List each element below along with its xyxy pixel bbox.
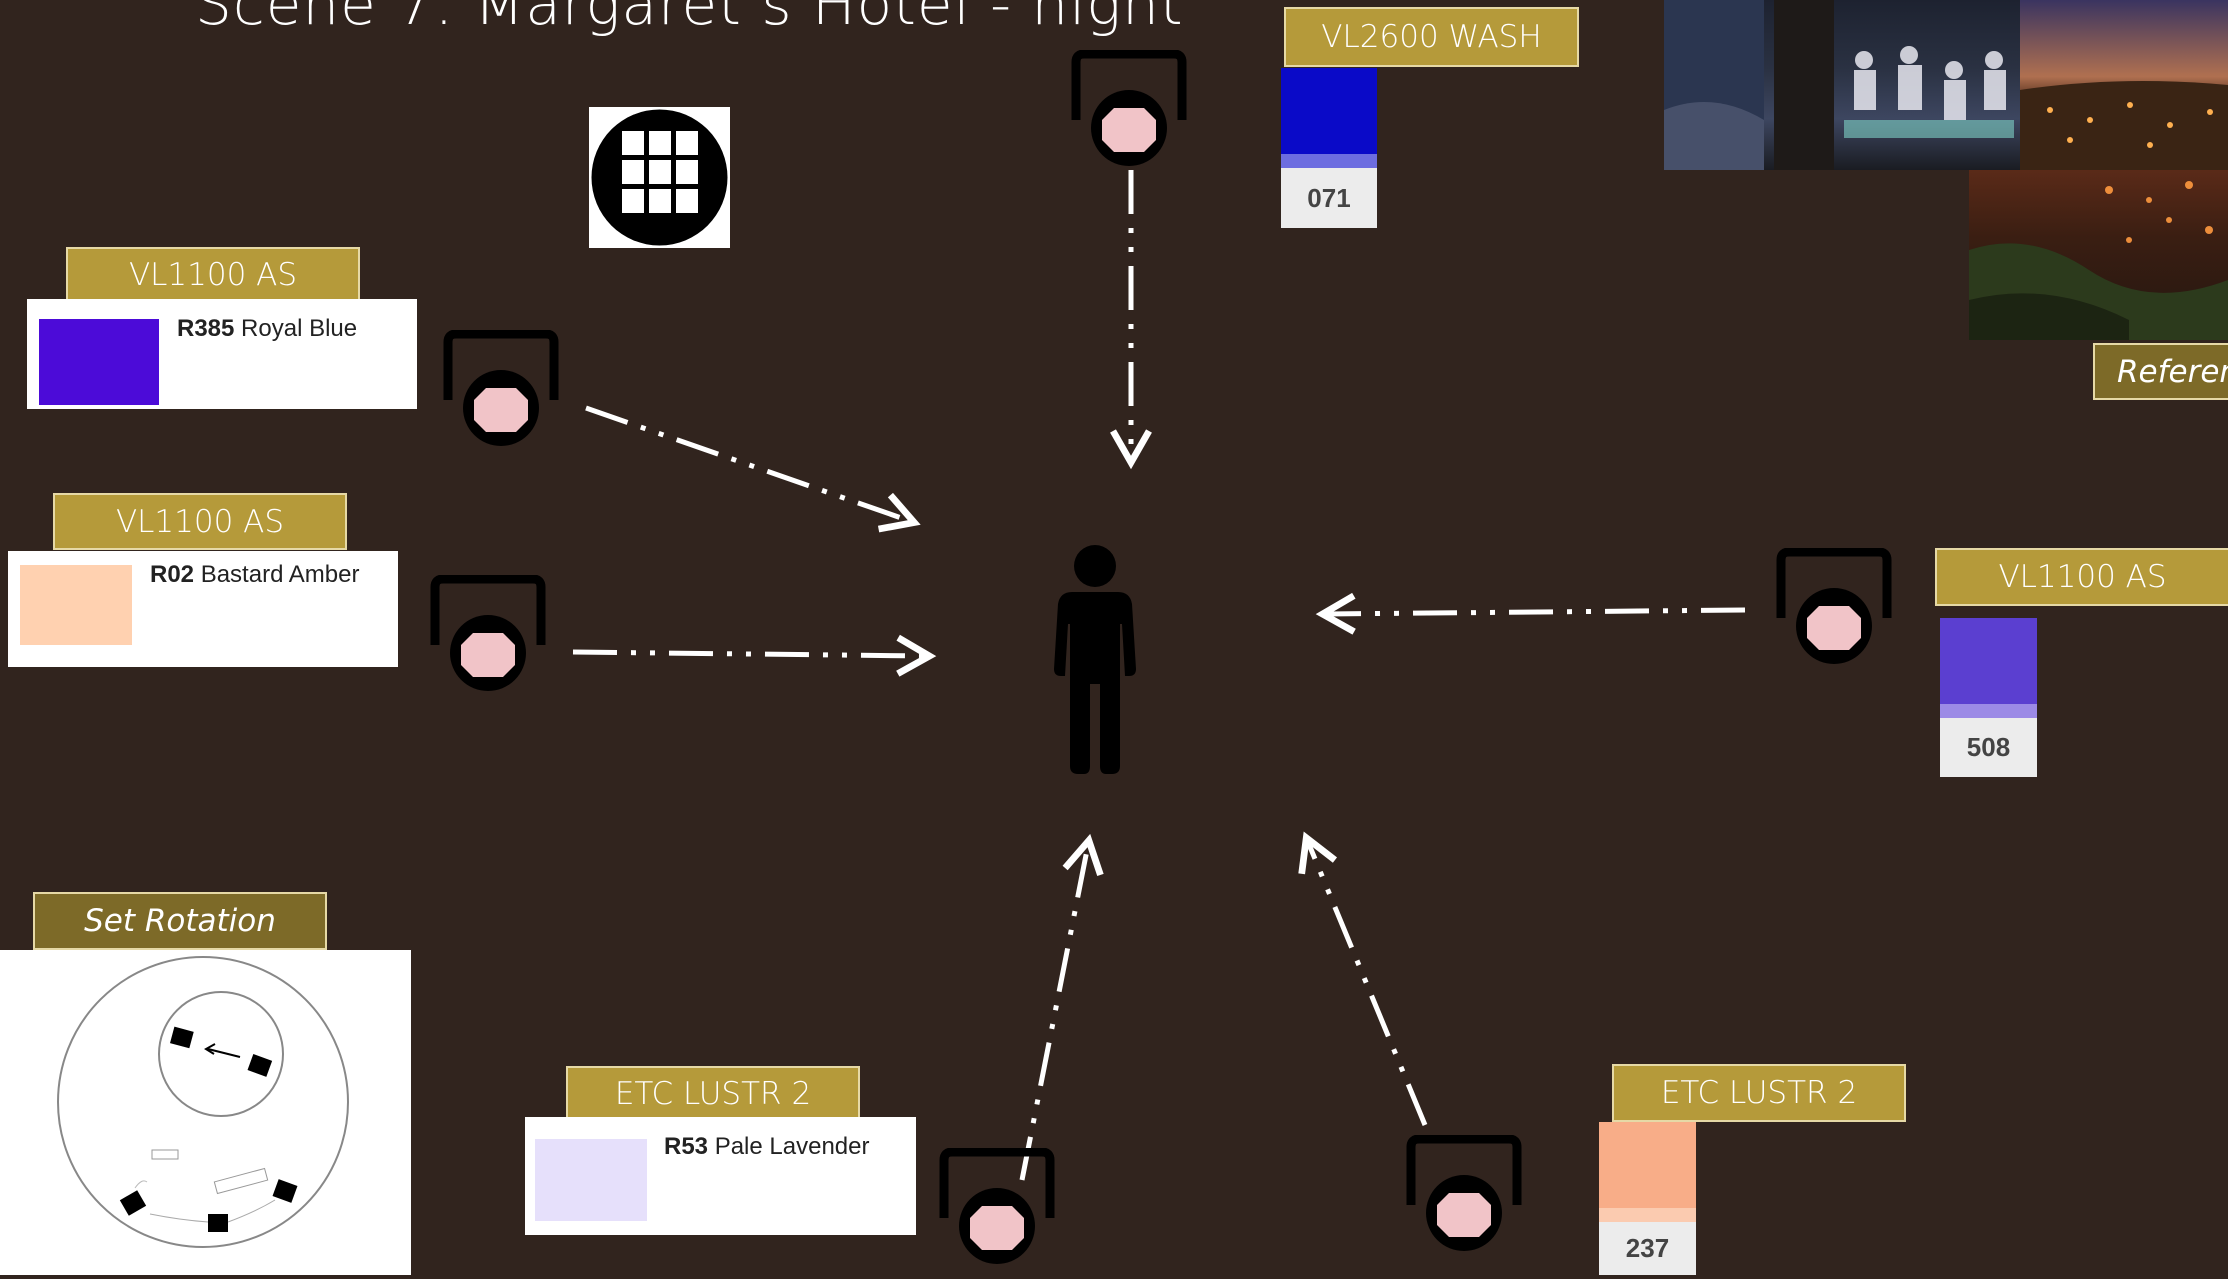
arrow-mid-left	[572, 634, 937, 677]
gel-color-swatch	[39, 319, 159, 405]
gel-code: 508	[1940, 718, 2037, 777]
fixture-label-vl1100-mid: VL1100 AS	[53, 493, 347, 550]
gel-code: R02	[150, 561, 195, 588]
gel-name: Bastard Amber	[200, 561, 360, 588]
fixture-label-vl1100-right: VL1100 AS	[1935, 548, 2228, 606]
fixture-label-lustr-left: ETC LUSTR 2	[566, 1066, 860, 1122]
gel-card-r385: R385 Royal Blue	[27, 299, 417, 409]
reference-photo-city-night	[2020, 0, 2228, 170]
gel-color-swatch	[1599, 1122, 1696, 1208]
moving-light-fixture-icon	[440, 329, 562, 450]
arrow-bottom-left	[1019, 833, 1104, 1181]
gel-chip-071: 071	[1281, 68, 1377, 228]
moving-light-fixture-icon	[427, 574, 549, 695]
scene-title: Scene 7: Margaret’s Hotel - night	[195, 0, 1184, 38]
gel-name: Royal Blue	[241, 315, 358, 342]
gel-name: Pale Lavender	[714, 1133, 870, 1160]
reference-label: Referen	[2093, 343, 2228, 400]
gel-code: 071	[1281, 168, 1377, 228]
moving-light-fixture-icon	[1403, 1134, 1525, 1255]
reference-photo-hillside	[1969, 170, 2228, 340]
gel-code: 237	[1599, 1222, 1696, 1275]
gel-chip-237: 237	[1599, 1122, 1696, 1275]
gel-color-swatch	[1281, 68, 1377, 154]
set-rotation-diagram	[0, 950, 411, 1275]
arrow-right	[1315, 592, 1746, 635]
gel-card-r02: R02 Bastard Amber	[8, 551, 398, 667]
moving-light-fixture-icon	[1773, 547, 1895, 668]
fixture-label-vl2600: VL2600 WASH	[1284, 7, 1579, 67]
moving-light-fixture-icon	[1068, 49, 1190, 170]
fixture-label-lustr-right: ETC LUSTR 2	[1612, 1064, 1906, 1122]
gobo-window-grid-icon	[589, 107, 730, 248]
reference-photo-terrace	[1664, 0, 2020, 170]
actor-figure-icon	[1050, 544, 1140, 774]
fixture-label-vl1100-top: VL1100 AS	[66, 247, 360, 302]
gel-code: R385	[177, 315, 235, 342]
arrow-upper-left	[585, 405, 921, 533]
gel-color-swatch	[1940, 618, 2037, 704]
gel-color-swatch	[20, 565, 132, 645]
gel-code: R53	[664, 1133, 709, 1160]
gel-chip-508: 508	[1940, 618, 2037, 777]
moving-light-fixture-icon	[936, 1147, 1058, 1268]
gel-card-r53: R53 Pale Lavender	[525, 1117, 916, 1235]
gel-color-swatch	[535, 1139, 647, 1221]
arrow-bottom-right	[1298, 831, 1428, 1126]
set-rotation-label: Set Rotation	[33, 892, 327, 950]
